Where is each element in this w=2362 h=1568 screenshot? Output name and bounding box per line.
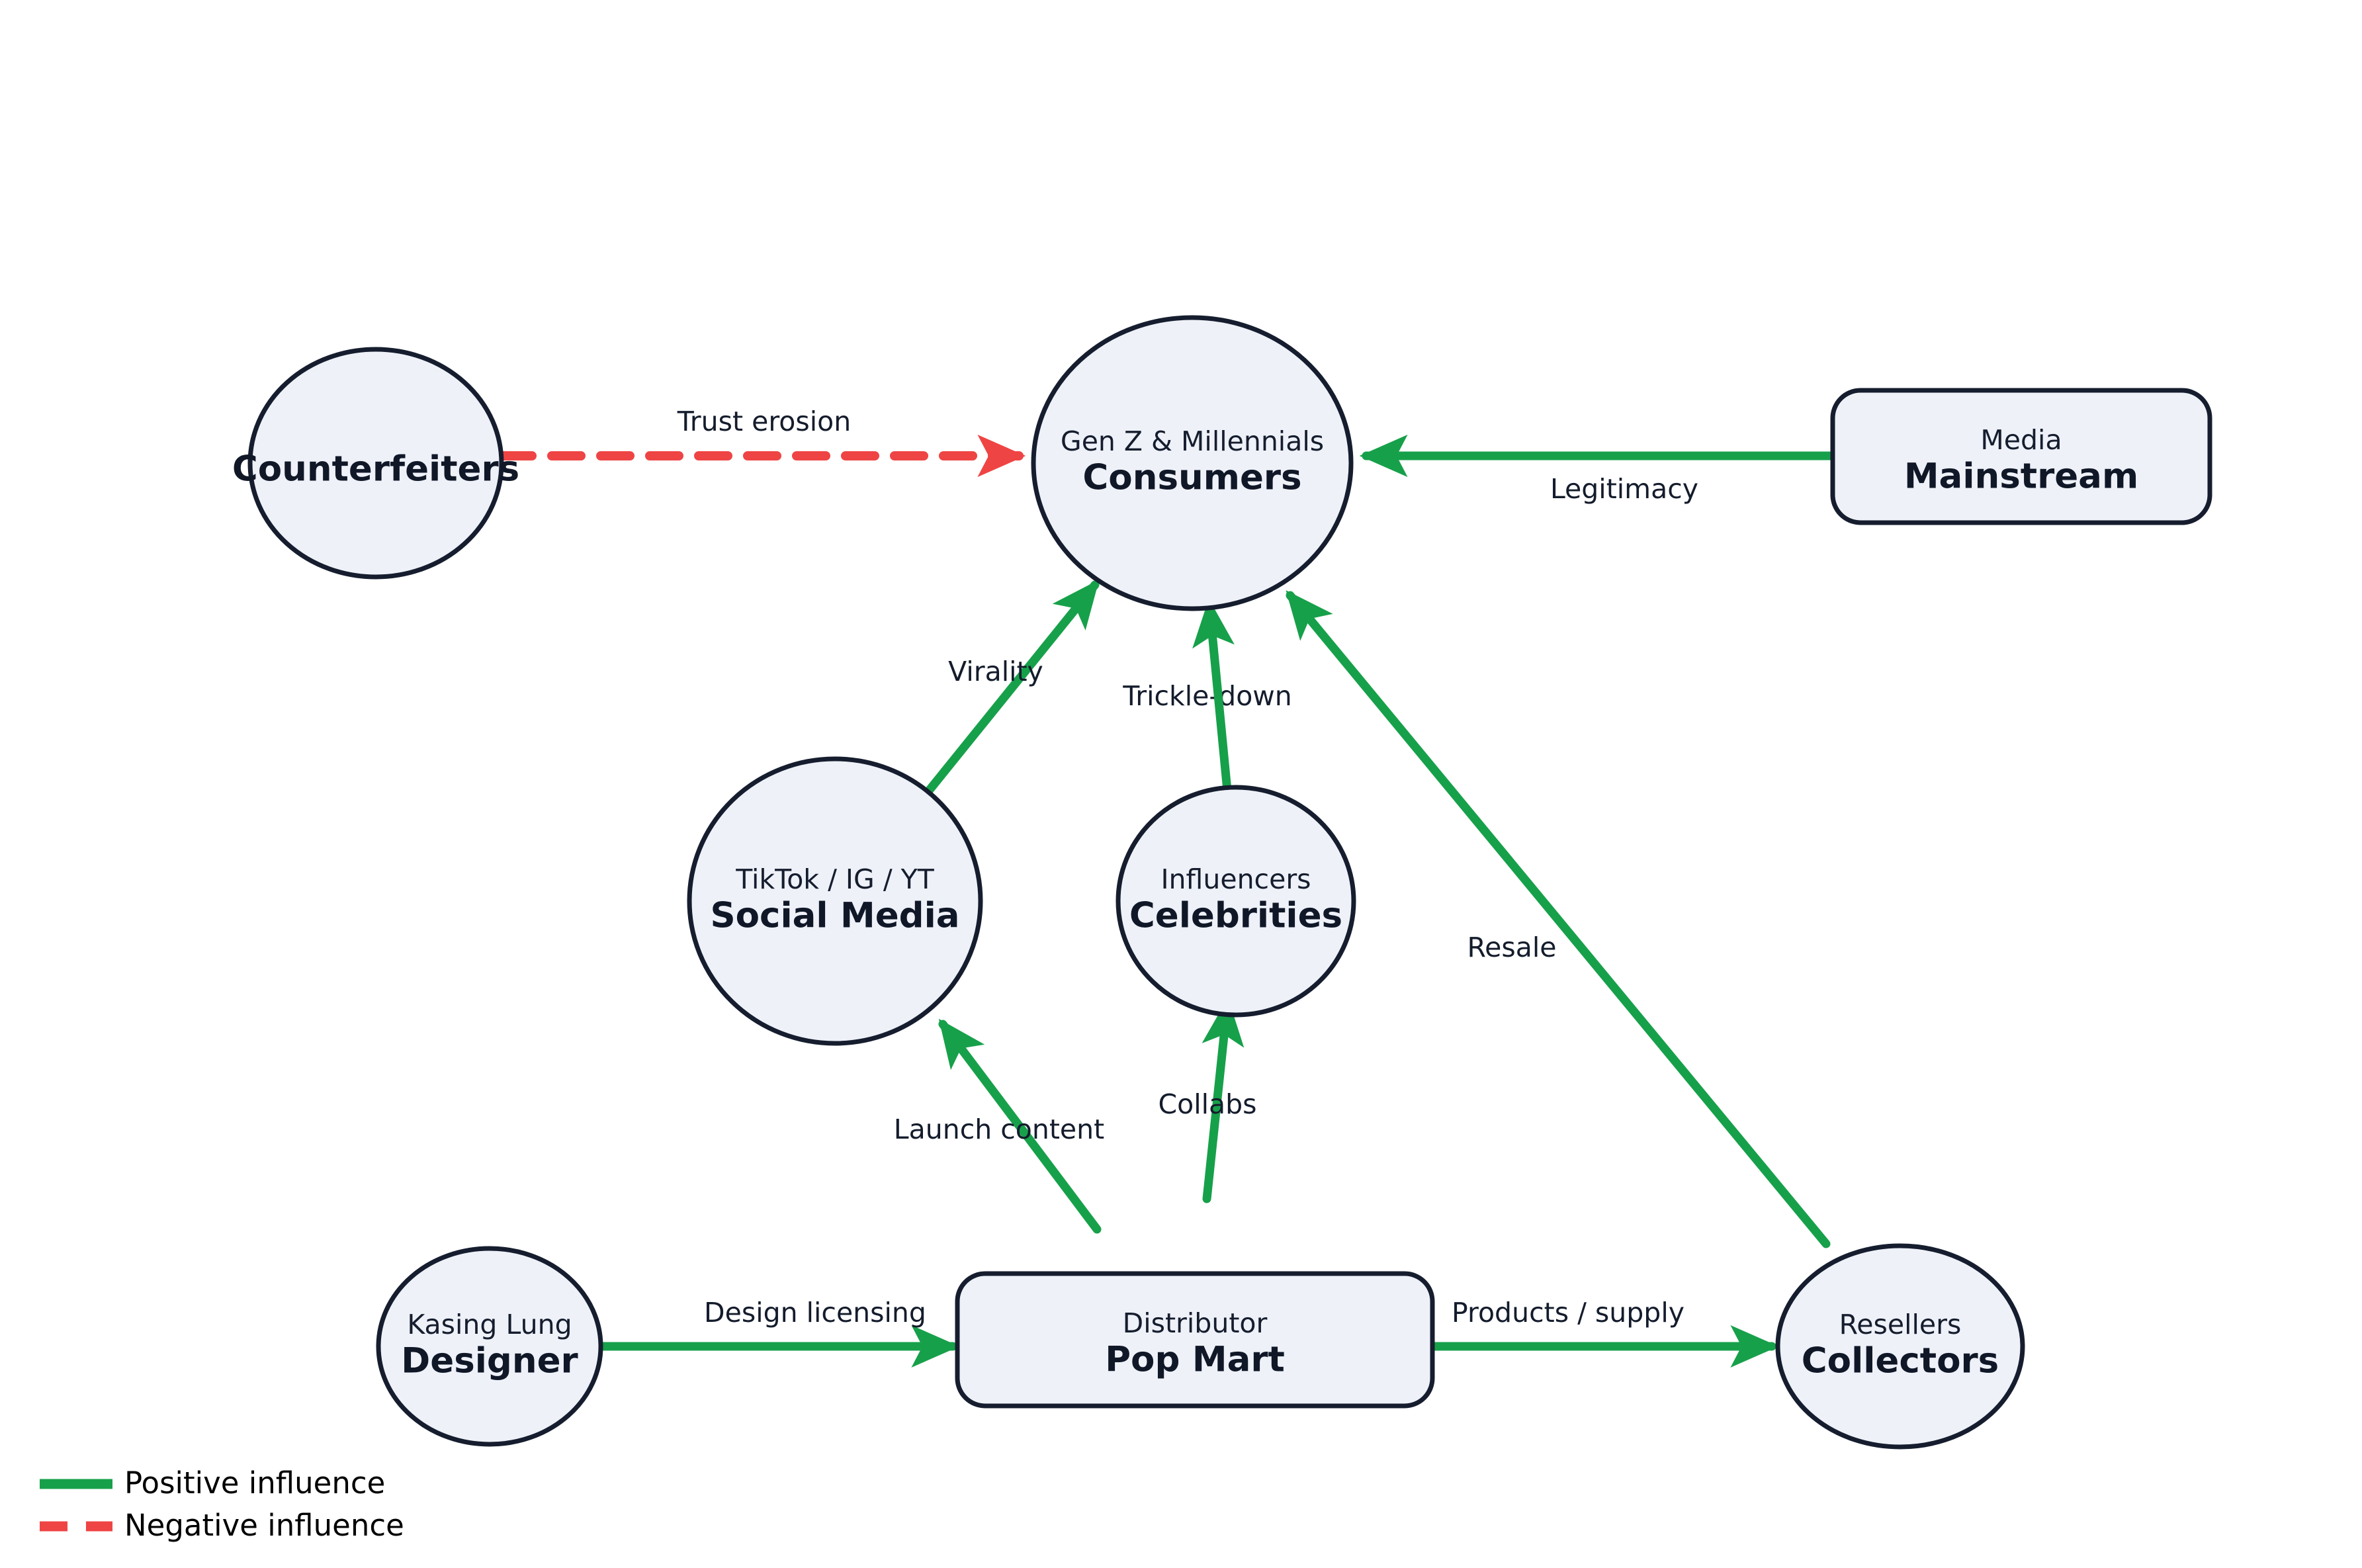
node-designer-subtitle: Kasing Lung xyxy=(407,1309,572,1340)
node-celebrities[interactable]: Influencers Celebrities xyxy=(1115,785,1356,1018)
node-mainstream-shape xyxy=(1830,388,2212,525)
edge-launch-content[interactable]: Launch content xyxy=(894,1018,1104,1234)
edge-label-launch-content: Launch content xyxy=(894,1113,1104,1145)
node-celebrities-subtitle: Influencers xyxy=(1160,863,1311,895)
node-collectors[interactable]: Resellers Collectors xyxy=(1775,1243,2025,1450)
legend-label-positive: Positive influence xyxy=(124,1465,385,1501)
legend-item-negative[interactable]: Negative influence xyxy=(40,1508,404,1543)
edge-label-products-supply: Products / supply xyxy=(1452,1297,1684,1328)
node-designer-shape xyxy=(376,1246,603,1447)
node-counterfeiters-shape xyxy=(247,347,504,580)
edges-layer: Trust erosion Legitimacy Virality Trickl… xyxy=(498,406,1837,1368)
node-designer-title: Designer xyxy=(401,1341,578,1381)
edge-virality-line xyxy=(922,580,1100,799)
node-social-media-title: Social Media xyxy=(710,896,959,936)
node-consumers-subtitle: Gen Z & Millennials xyxy=(1061,425,1324,457)
edge-label-trust-erosion: Trust erosion xyxy=(677,406,851,437)
legend-item-positive[interactable]: Positive influence xyxy=(40,1465,385,1501)
node-celebrities-shape xyxy=(1115,785,1356,1018)
node-consumers[interactable]: Gen Z & Millennials Consumers xyxy=(1031,315,1354,611)
node-popmart-shape xyxy=(955,1271,1435,1409)
node-designer[interactable]: Kasing Lung Designer xyxy=(376,1246,603,1447)
edge-label-resale: Resale xyxy=(1467,932,1557,963)
edge-label-collabs: Collabs xyxy=(1158,1088,1256,1120)
node-collectors-title: Collectors xyxy=(1802,1341,1999,1381)
edge-trust-erosion[interactable]: Trust erosion xyxy=(498,406,1026,478)
edge-trickle-down[interactable]: Trickle-down xyxy=(1122,598,1292,795)
legend-label-negative: Negative influence xyxy=(124,1508,404,1543)
edge-label-trickle-down: Trickle-down xyxy=(1122,680,1292,712)
edge-collabs-line xyxy=(1202,997,1245,1203)
edge-label-legitimacy: Legitimacy xyxy=(1550,473,1698,505)
nodes-layer: Counterfeiters Gen Z & Millennials Consu… xyxy=(232,315,2212,1450)
node-social-media[interactable]: TikTok / IG / YT Social Media xyxy=(687,756,983,1046)
edge-virality[interactable]: Virality xyxy=(922,580,1100,799)
edge-design-licensing[interactable]: Design licensing xyxy=(583,1297,960,1368)
edge-launch-content-line xyxy=(938,1018,1102,1234)
node-counterfeiters-title: Counterfeiters xyxy=(232,449,519,490)
node-social-media-subtitle: TikTok / IG / YT xyxy=(735,863,934,895)
node-popmart-subtitle: Distributor xyxy=(1123,1307,1268,1339)
node-social-media-shape xyxy=(687,756,983,1046)
edge-resale-line xyxy=(1286,590,1831,1248)
node-collectors-subtitle: Resellers xyxy=(1839,1309,1962,1340)
edge-legitimacy[interactable]: Legitimacy xyxy=(1359,434,1837,505)
node-celebrities-title: Celebrities xyxy=(1129,896,1342,936)
node-consumers-title: Consumers xyxy=(1082,458,1301,498)
legend: Positive influence Negative influence xyxy=(40,1465,404,1543)
node-consumers-shape xyxy=(1031,315,1354,611)
edge-label-design-licensing: Design licensing xyxy=(704,1297,926,1328)
node-mainstream-title: Mainstream xyxy=(1904,457,2138,497)
edge-resale[interactable]: Resale xyxy=(1286,590,1831,1248)
node-counterfeiters[interactable]: Counterfeiters xyxy=(232,347,519,580)
edge-label-virality: Virality xyxy=(948,656,1043,687)
node-mainstream-subtitle: Media xyxy=(1980,424,2062,456)
edge-collabs[interactable]: Collabs xyxy=(1158,997,1257,1203)
edge-trickle-down-line xyxy=(1192,598,1235,795)
node-popmart[interactable]: Distributor Pop Mart xyxy=(955,1271,1435,1409)
edge-products-supply[interactable]: Products / supply xyxy=(1428,1297,1779,1368)
node-popmart-title: Pop Mart xyxy=(1105,1340,1285,1380)
node-mainstream[interactable]: Media Mainstream xyxy=(1830,388,2212,525)
node-collectors-shape xyxy=(1775,1243,2025,1450)
